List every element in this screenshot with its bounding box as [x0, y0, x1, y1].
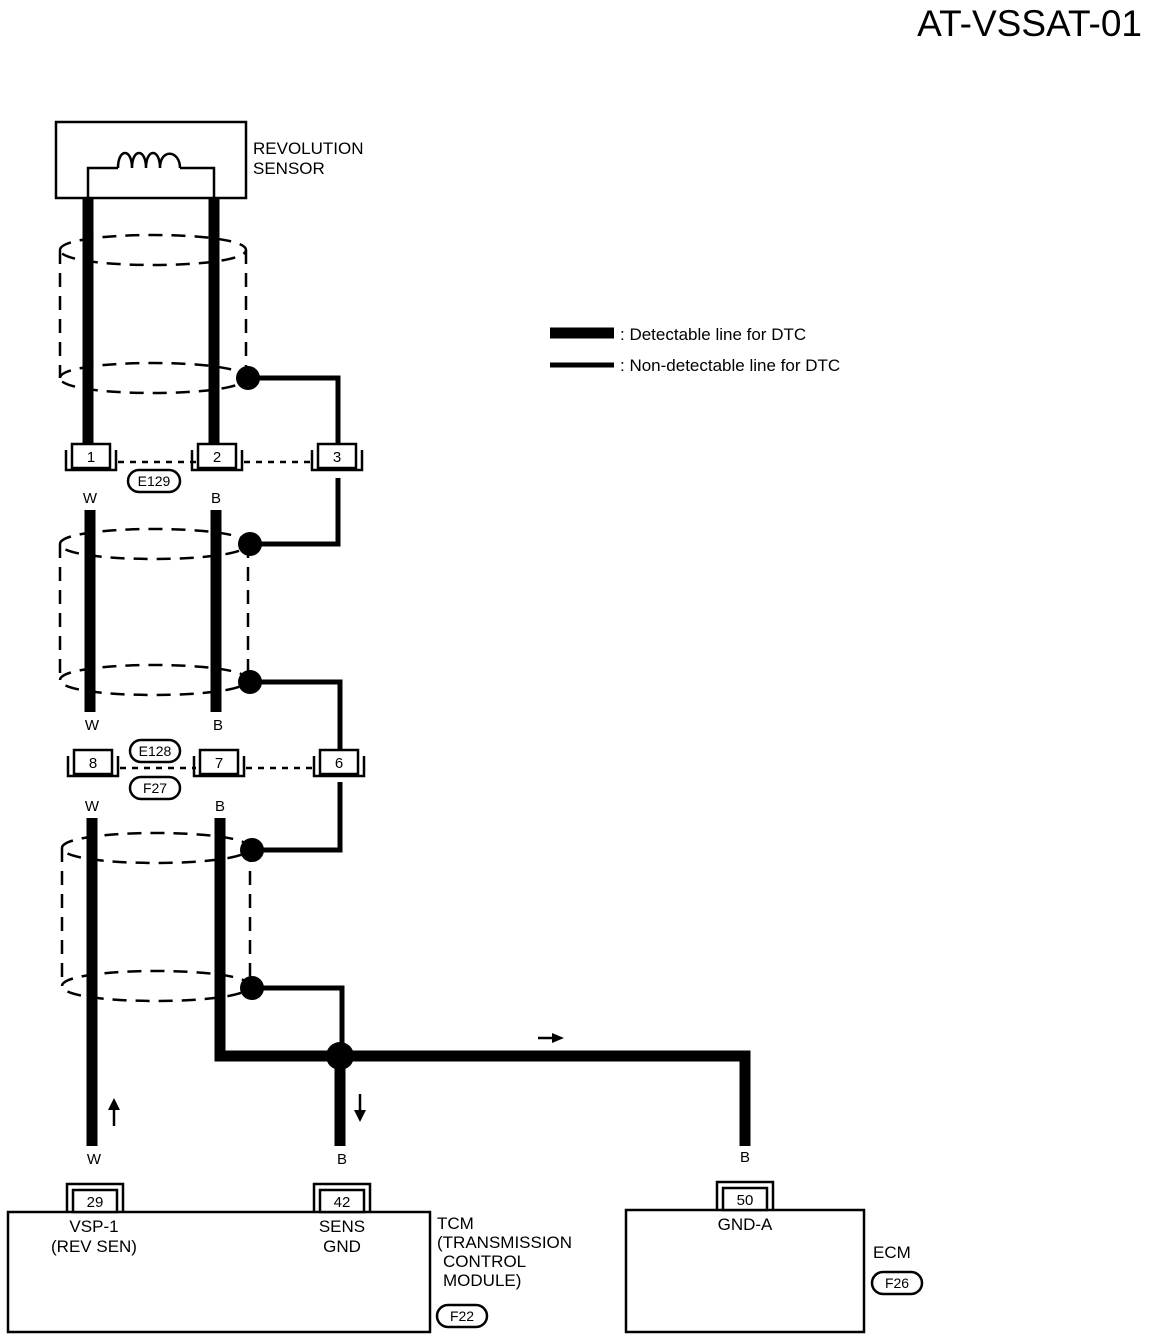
connector-id-f22: F22	[450, 1308, 474, 1324]
tcm-title-2: (TRANSMISSION	[437, 1233, 572, 1252]
splice-dot	[240, 976, 264, 1000]
revolution-sensor: REVOLUTION SENSOR	[54, 120, 364, 200]
tcm-vsp-label-2: (REV SEN)	[51, 1237, 137, 1256]
ecm-module: 50 GND-A ECM F26	[624, 1180, 924, 1334]
wire-color-label: W	[85, 798, 100, 815]
splice-dot	[240, 838, 264, 862]
pin-label: 6	[335, 755, 343, 772]
ecm-title: ECM	[873, 1243, 911, 1262]
wire-color-label: B	[213, 717, 223, 734]
legend-non-detectable-label: : Non-detectable line for DTC	[620, 356, 840, 375]
connector-id-f27: F27	[143, 780, 167, 796]
sensor-label-1: REVOLUTION	[253, 139, 364, 158]
wire-color-labels: W B W B W B W B B	[83, 490, 750, 1168]
tcm-title-1: TCM	[437, 1214, 474, 1233]
legend: : Detectable line for DTC : Non-detectab…	[550, 325, 840, 375]
wire-color-label: B	[337, 1151, 347, 1168]
splice-dot	[238, 532, 262, 556]
connector-id-f26: F26	[885, 1275, 909, 1291]
wire-color-label: W	[87, 1151, 102, 1168]
pin-label: 8	[89, 755, 97, 772]
sensor-label-2: SENSOR	[253, 159, 325, 178]
arrow-right-icon	[552, 1033, 564, 1043]
tcm-title-4: MODULE)	[443, 1271, 521, 1290]
pin-label: 3	[333, 449, 341, 466]
wire-white	[82, 198, 98, 1146]
wire-color-label: B	[740, 1149, 750, 1166]
tcm-gnd-label-1: SENS	[319, 1217, 365, 1236]
wire-color-label: B	[215, 798, 225, 815]
pin-label: 2	[213, 449, 221, 466]
wire-color-label: W	[83, 490, 98, 507]
tcm-gnd-label-2: GND	[323, 1237, 361, 1256]
pin-label: 7	[215, 755, 223, 772]
tcm-pin-gnd: 42	[334, 1194, 351, 1211]
ecm-pin: 50	[737, 1192, 754, 1209]
splice-dot	[236, 366, 260, 390]
wire-black	[208, 198, 751, 1146]
tcm-title-3: CONTROL	[443, 1252, 526, 1271]
tcm-pin-vsp: 29	[87, 1194, 104, 1211]
connector-id-e129: E129	[138, 473, 171, 489]
ecm-pin-label: GND-A	[718, 1215, 773, 1234]
diagram-id: AT-VSSAT-01	[917, 3, 1142, 44]
shield-drain-wires	[248, 375, 345, 1056]
connector-e129: 1 2 3 E129	[64, 442, 364, 494]
arrow-down-icon	[354, 1110, 366, 1122]
wire-color-label: B	[211, 490, 221, 507]
signal-arrows	[108, 1033, 564, 1126]
connector-e128-f27: 8 7 6 E128 F27	[66, 738, 366, 801]
ground-junction-dot	[326, 1042, 354, 1070]
legend-detectable-label: : Detectable line for DTC	[620, 325, 806, 344]
pin-label: 1	[87, 449, 95, 466]
tcm-module: 29 42 VSP-1 (REV SEN) SENS GND TCM (TRAN…	[6, 1182, 572, 1334]
connector-id-e128: E128	[139, 743, 172, 759]
splice-dot	[238, 670, 262, 694]
wire-color-label: W	[85, 717, 100, 734]
arrow-up-icon	[108, 1098, 120, 1110]
coil-icon	[116, 151, 182, 169]
tcm-vsp-label-1: VSP-1	[69, 1217, 118, 1236]
